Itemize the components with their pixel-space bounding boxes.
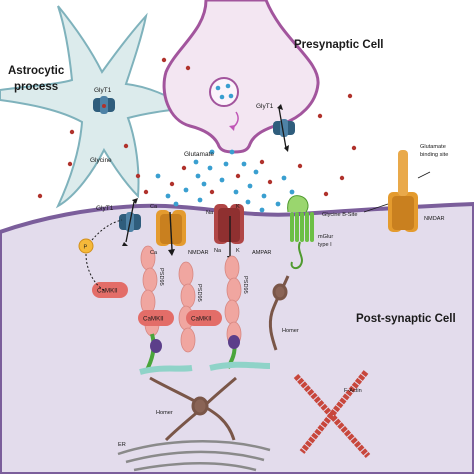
f-actin-filaments: [293, 370, 371, 459]
synaptic-vesicle: [209, 77, 239, 107]
mglur-label-2: type I: [318, 242, 332, 248]
k-top-label: K: [236, 204, 240, 210]
glutamate-binding-site-label-1: Glutamate: [420, 144, 446, 150]
camkii-label-1: CaMKII: [97, 288, 118, 295]
ca-in-label: Ca: [150, 204, 158, 210]
nmdar-center-receptor: [156, 210, 186, 256]
linker-left: [139, 333, 193, 375]
glyt1-astro-label: GlyT1: [94, 87, 112, 94]
nmdar-right-label: NMDAR: [424, 216, 445, 222]
camkii-pill-2: [138, 310, 174, 326]
nmdar-center-label: NMDAR: [188, 250, 209, 256]
ampar-label: AMPAR: [252, 250, 271, 256]
glyt1-pre-label: GlyT1: [256, 103, 274, 110]
camkii-label-3: CaMKII: [191, 316, 212, 323]
astrocytic-label: Astrocytic: [8, 65, 65, 77]
glutamate-dots: [155, 149, 295, 213]
glycine-b-site-pointer: [363, 203, 389, 213]
vesicle-glutamate-dot: [228, 93, 234, 99]
nmdar-right-receptor: [388, 150, 418, 232]
release-arrowhead-icon: [229, 125, 235, 131]
psd95-label-1: PSD95: [158, 268, 164, 286]
phosphorylation-arrow-2-icon: [85, 253, 105, 291]
mglur-label-1: mGlur: [318, 234, 333, 240]
endoplasmic-reticulum: [117, 440, 271, 472]
glycine-label: Glycine: [90, 157, 112, 164]
psd95-scaffold-2: [178, 261, 196, 353]
vesicle-glutamate-dot: [219, 94, 225, 100]
vesicle-glutamate-dot: [215, 85, 221, 91]
psd95-scaffold-3: [224, 255, 242, 347]
presynaptic-label: Presynaptic Cell: [294, 39, 383, 51]
homer-bottom-label: Homer: [156, 410, 173, 416]
phosphate-label: P: [84, 245, 88, 251]
psd95-label-2: PSD95: [196, 284, 202, 302]
homer-right-label: Homer: [282, 328, 299, 334]
glycine-dots: [37, 57, 357, 199]
na-top-label: Na: [206, 210, 214, 216]
phosphate-icon: [78, 238, 94, 254]
k-bottom-label: K: [236, 248, 240, 254]
glutamate-label: Glutamate: [184, 151, 214, 158]
na-bottom-label: Na: [214, 248, 222, 254]
ca-out-label: Ca: [150, 250, 158, 256]
process-label: process: [14, 81, 58, 93]
glutamate-binding-site-label-2: binding site: [420, 152, 448, 158]
mglur-receptor: [287, 195, 314, 270]
vesicle-glutamate-dot: [225, 83, 231, 89]
glutamate-binding-site-pointer: [417, 171, 431, 179]
glycine-b-site-label: Glycine B-Site: [322, 212, 357, 218]
phosphorylation-arrow-icon: [91, 219, 123, 241]
camkii-pill-3: [186, 310, 222, 326]
homer-chain-right: [268, 275, 290, 351]
linker-right: [209, 335, 271, 371]
glyt1-presynaptic-transporter: [273, 104, 295, 152]
glyt1-postsynaptic-transporter: [119, 198, 141, 246]
psd95-label-3: PSD95: [242, 276, 248, 294]
f-actin-label: F-Actin: [344, 388, 362, 394]
er-label: ER: [118, 442, 126, 448]
postsynaptic-label: Post-synaptic Cell: [356, 313, 456, 325]
glyt1-post-label: GlyT1: [96, 205, 114, 212]
homer-chain-bottom: [149, 376, 237, 442]
camkii-pill-1: [92, 282, 128, 298]
camkii-label-2: CaMKII: [143, 316, 164, 323]
glycine-dot: [102, 104, 106, 108]
